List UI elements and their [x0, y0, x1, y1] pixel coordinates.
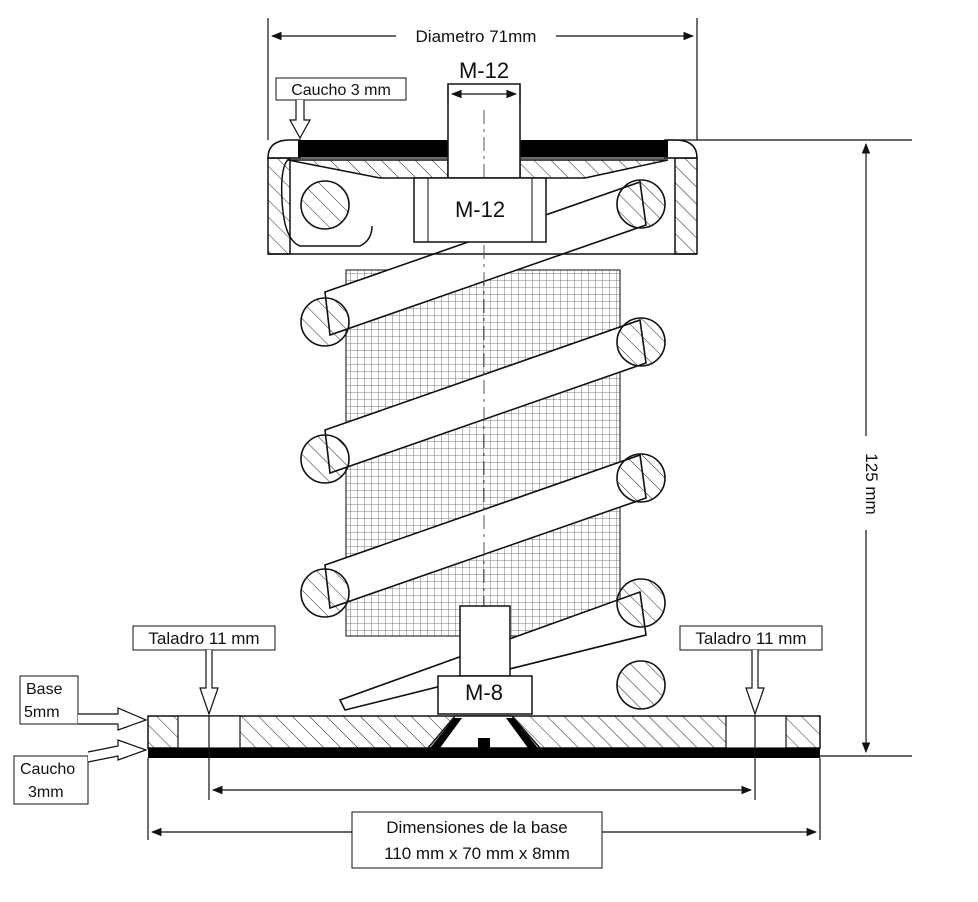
coil-section-right-4 [616, 578, 666, 628]
coil-section-left-3 [300, 568, 350, 618]
coil-section-right-5 [616, 660, 666, 710]
label-nut-top: M-12 [455, 197, 505, 222]
callout-box-caucho-bottom [13, 755, 89, 805]
top-cap-shell [267, 157, 291, 255]
label-bolt-top: M-12 [459, 58, 509, 83]
arrow-taladro-right [745, 650, 765, 716]
label-base-line1: Base [26, 681, 63, 698]
spring-coils [324, 180, 647, 711]
arrow-taladro-left [199, 650, 219, 716]
coil-section-top-left [300, 180, 350, 230]
label-taladro-left: Taladro 11 mm [148, 629, 259, 648]
callout-box-taladro-right [679, 625, 823, 651]
top-cap [267, 139, 698, 255]
dimension-base-width [147, 758, 821, 840]
bottom-rubber-pad [148, 748, 820, 758]
arrow-caucho-bottom [87, 739, 148, 763]
coil-section-right-2 [616, 317, 666, 367]
dimension-hole-spacing [208, 716, 756, 800]
dimension-height [668, 139, 912, 757]
label-taladro-right: Taladro 11 mm [695, 629, 806, 648]
bottom-nut [437, 675, 533, 715]
label-base-dims-line2: 110 mm x 70 mm x 8mm [384, 844, 570, 863]
callout-box-base [19, 675, 79, 725]
arrow-caucho-top [288, 100, 312, 140]
coil-section-left-2 [300, 434, 350, 484]
coil-section-left-1 [300, 297, 350, 347]
label-caucho-bottom-line1: Caucho [20, 761, 75, 778]
callout-box-base-dims [351, 811, 603, 869]
bottom-bolt [459, 605, 511, 677]
top-nut [413, 177, 547, 243]
base-plate [147, 715, 821, 749]
label-base-dims-line1: Dimensiones de la base [386, 818, 567, 837]
label-diametro: Diametro 71mm [416, 27, 537, 46]
label-base-line2: 5mm [24, 704, 60, 721]
dimension-diametro [267, 18, 698, 140]
coil-section-right-3 [616, 453, 666, 503]
spring-wire-sections [300, 179, 666, 710]
drill-hole-right [725, 715, 787, 749]
dimension-bolt-width [447, 84, 521, 102]
label-nut-bottom: M-8 [465, 680, 503, 705]
label-height: 125 mm [862, 453, 881, 514]
callout-box-taladro-left [132, 625, 276, 651]
label-caucho-bottom-line2: 3mm [28, 784, 64, 801]
label-caucho-top: Caucho 3 mm [291, 82, 391, 99]
top-cap-shell-right [674, 157, 698, 255]
callout-box-caucho-top [275, 77, 407, 101]
arrow-base [78, 707, 148, 731]
coil-section-right-1 [616, 179, 666, 229]
